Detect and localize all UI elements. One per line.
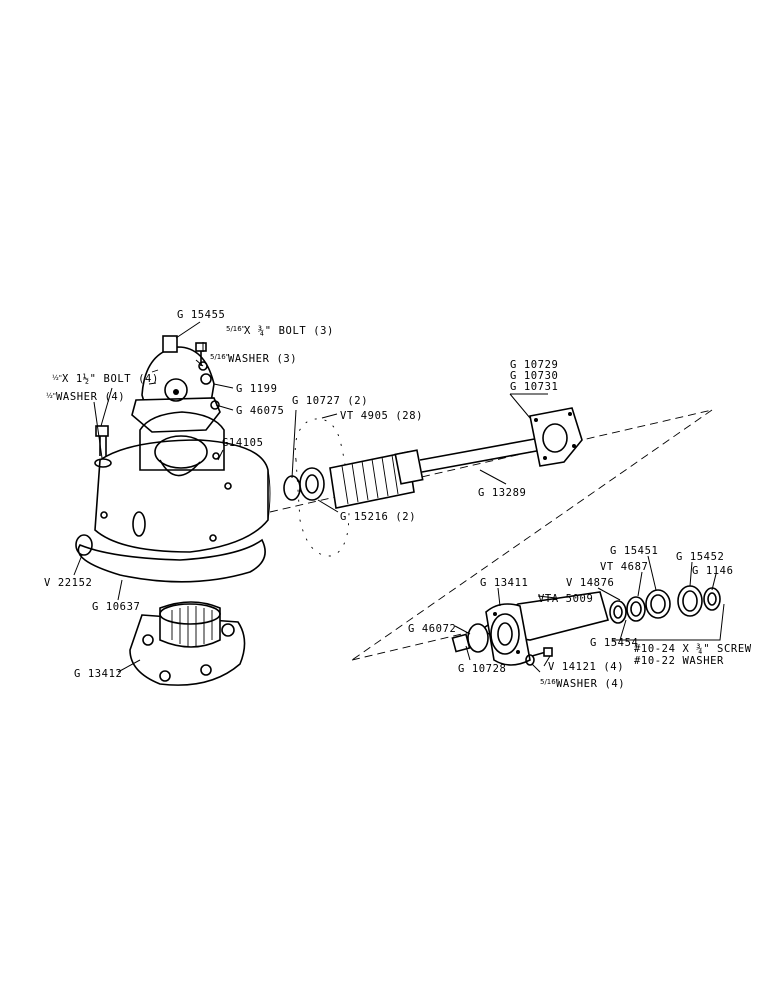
frac-washer-half: ½" <box>46 392 56 400</box>
label-bolt-half: X 1½" BOLT (4) <box>62 373 159 385</box>
label-washer-5-16-b: WASHER (4) <box>556 678 625 690</box>
frac-washer-5-16: 5/16" <box>210 353 229 361</box>
bearing-housing-part <box>451 591 609 666</box>
frac-washer-5-16-b: 5/16" <box>540 678 559 686</box>
label-vt4905: VT 4905 (28) <box>340 410 423 422</box>
bearing-stack-parts <box>609 585 721 624</box>
label-g14105: G14105 <box>222 437 264 449</box>
label-washer-half: WASHER (4) <box>56 391 125 403</box>
label-g13411: G 13411 <box>480 577 528 589</box>
worm-shaft-part <box>329 407 583 509</box>
label-g15454: G 15454 <box>590 637 638 649</box>
label-g1146: G 1146 <box>692 565 734 577</box>
label-g10731: G 10731 <box>510 381 558 393</box>
label-g15452: G 15452 <box>676 551 724 563</box>
small-bolt-part <box>195 342 208 371</box>
label-g1199: G 1199 <box>236 383 278 395</box>
label-v14876: V 14876 <box>566 577 614 589</box>
label-g15216: G 15216 (2) <box>340 511 416 523</box>
label-screw-1024: #10-24 X ¾" SCREW <box>634 643 752 655</box>
label-v14121: V 14121 (4) <box>548 661 624 673</box>
leader-lines <box>73 321 725 673</box>
lower-coupling-part <box>129 601 246 686</box>
snap-ring-part <box>75 534 93 556</box>
label-g10730: G 10730 <box>510 370 558 382</box>
label-g10727: G 10727 (2) <box>292 395 368 407</box>
label-g46072: G 46072 <box>408 623 456 635</box>
cover-cap-part <box>131 335 221 433</box>
label-washer-1022: #10-22 WASHER <box>634 655 724 667</box>
label-g13289: G 13289 <box>478 487 526 499</box>
label-g10728: G 10728 <box>458 663 506 675</box>
label-v22152: V 22152 <box>44 577 92 589</box>
label-g10637: G 10637 <box>92 601 140 613</box>
label-g46075: G 46075 <box>236 405 284 417</box>
label-g10729: G 10729 <box>510 359 558 371</box>
housing-bolts-part <box>525 647 553 666</box>
part-labels: G 15455 5/16" X ¾" BOLT (3) 5/16" WASHER… <box>44 309 752 690</box>
seal-parts <box>283 467 325 501</box>
label-vt4687: VT 4687 <box>600 561 648 573</box>
frac-bolt-half: ½" <box>52 374 62 382</box>
label-vta5009: VTA 5009 <box>538 593 593 605</box>
label-g13412: G 13412 <box>74 668 122 680</box>
label-bolt-5-16: X ¾" BOLT (3) <box>244 325 334 337</box>
label-washer-5-16: WASHER (3) <box>228 353 297 365</box>
label-g15455: G 15455 <box>177 309 225 321</box>
label-g15451: G 15451 <box>610 545 658 557</box>
frac-bolt-5-16: 5/16" <box>226 325 245 333</box>
main-housing-part <box>77 411 271 583</box>
